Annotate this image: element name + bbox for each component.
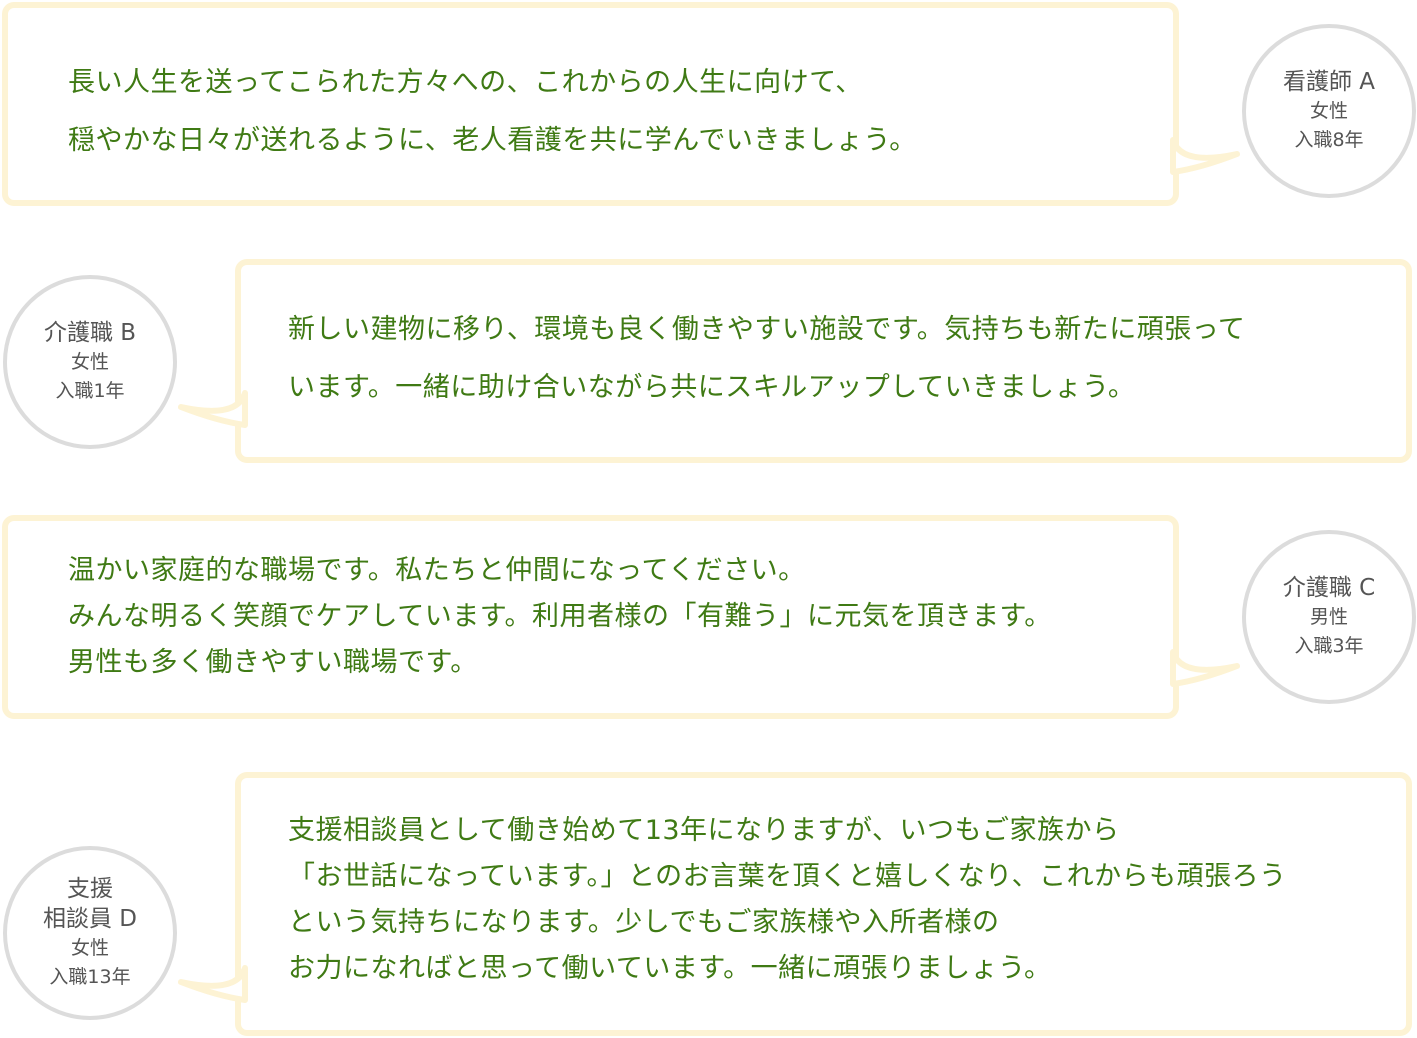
staff-role: 支援 — [67, 876, 113, 902]
message-nurse-a: 長い人生を送ってこられた方々への、これからの人生に向けて、 穏やかな日々が送れる… — [68, 67, 917, 156]
staff-gender: 女性 — [70, 351, 109, 373]
staff-gender: 女性 — [1309, 100, 1348, 122]
speech-bubble-tail-a — [1170, 137, 1240, 175]
staff-tenure: 入職1年 — [55, 380, 125, 402]
message-caregiver-b: 新しい建物に移り、環境も良く働きやすい施設です。気持ちも新たに頑張って います。… — [288, 314, 1246, 403]
staff-role: 介護職 B — [43, 320, 137, 346]
avatar-nurse-a: 看護師 A 女性 入職8年 — [1242, 24, 1416, 198]
speech-bubble-nurse-a — [2, 2, 1179, 206]
avatar-caregiver-c: 介護職 C 男性 入職3年 — [1242, 530, 1416, 704]
staff-role: 看護師 A — [1282, 69, 1376, 95]
staff-tenure: 入職3年 — [1294, 635, 1364, 657]
avatar-caregiver-b: 介護職 B 女性 入職1年 — [3, 275, 177, 449]
avatar-counselor-d: 支援 相談員 D 女性 入職13年 — [3, 846, 177, 1020]
staff-gender: 女性 — [70, 937, 109, 959]
staff-gender: 男性 — [1309, 606, 1348, 628]
staff-tenure: 入職8年 — [1294, 129, 1364, 151]
message-caregiver-c: 温かい家庭的な職場です。私たちと仲間になってください。 みんな明るく笑顔でケアし… — [68, 555, 1052, 678]
speech-bubble-caregiver-b — [235, 259, 1412, 463]
staff-role: 相談員 D — [42, 906, 138, 932]
speech-bubble-counselor-d — [235, 772, 1412, 1036]
speech-bubble-caregiver-c — [2, 515, 1179, 719]
staff-tenure: 入職13年 — [49, 966, 131, 988]
speech-bubble-tail-d — [178, 965, 248, 1003]
speech-bubble-tail-b — [178, 390, 248, 428]
speech-bubble-tail-c — [1170, 649, 1240, 687]
message-counselor-d: 支援相談員として働き始めて13年になりますが、いつもご家族から 「お世話になって… — [288, 815, 1287, 984]
staff-role: 介護職 C — [1282, 575, 1376, 601]
